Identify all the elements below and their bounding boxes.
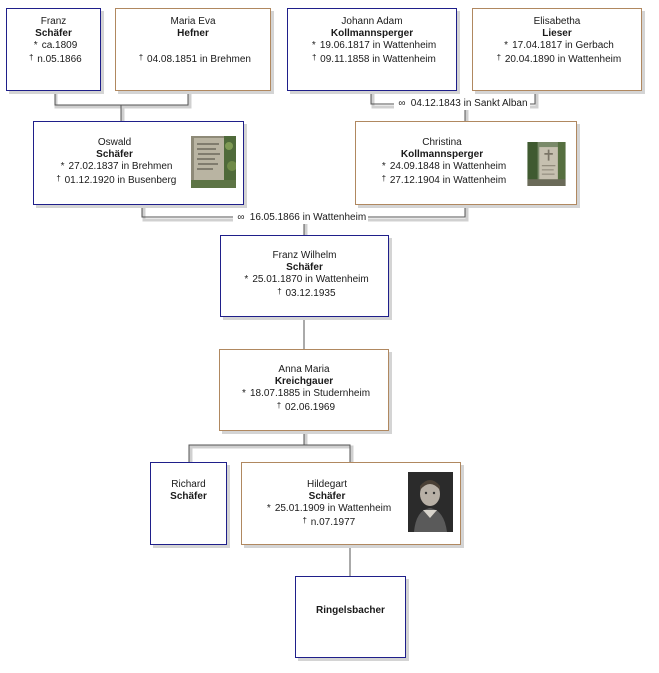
marriage-label-oswald-christina: ∞ 16.05.1866 in Wattenheim [233,212,369,224]
birth-date: 27.02.1837 in Brehmen [68,161,173,172]
person-box-richard-schaefer[interactable]: Richard Schäfer [150,462,227,545]
person-box-oswald-schaefer[interactable]: Oswald Schäfer *27.02.1837 in Brehmen †0… [33,121,244,205]
surname: Kollmannsperger [400,149,484,160]
birth-icon: * [60,161,65,172]
birth-event: *ca.1809 [7,40,100,52]
person-box-ringelsbacher[interactable]: Ringelsbacher [295,576,406,658]
given-name: Maria Eva [170,16,216,27]
given-name: Franz [40,16,67,27]
birth-icon: * [504,40,509,51]
marriage-icon: ∞ [398,98,406,109]
person-box-franz-wilhelm-schaefer[interactable]: Franz Wilhelm Schäfer *25.01.1870 in Wat… [220,235,389,317]
marriage-date: 04.12.1843 in Sankt Alban [410,98,528,109]
gravestone-photo [527,142,566,186]
person-box-franz-schaefer[interactable]: Franz Schäfer *ca.1809 †n.05.1866 [6,8,101,91]
person-box-elisabetha-lieser[interactable]: Elisabetha Lieser *17.04.1817 in Gerbach… [472,8,642,91]
person-box-hildegart-schaefer[interactable]: Hildegart Schäfer *25.01.1909 in Wattenh… [241,462,461,545]
birth-icon: * [266,503,271,514]
death-date: n.05.1866 [37,54,82,65]
person-box-anna-maria-kreichgauer[interactable]: Anna Maria Kreichgauer *18.07.1885 in St… [219,349,389,431]
death-date: n.07.1977 [310,517,356,528]
birth-event: *24.09.1848 in Wattenheim [356,161,528,173]
death-date: 01.12.1920 in Busenberg [64,175,177,186]
surname: Lieser [542,28,572,39]
death-event: †01.12.1920 in Busenberg [34,173,195,187]
death-cross-icon: † [302,516,307,525]
surname: Kollmannsperger [330,28,414,39]
given-name: Franz Wilhelm [272,250,337,261]
marriage-icon: ∞ [237,212,245,223]
given-name: Hildegart [306,479,348,490]
death-cross-icon: † [381,174,387,183]
marriage-date: 16.05.1866 in Wattenheim [249,212,367,223]
connector-anna-children [188,431,351,462]
surname: Schäfer [308,491,346,502]
death-cross-icon: † [277,287,282,296]
birth-event: *19.06.1817 in Wattenheim [288,40,456,52]
birth-date: 25.01.1909 in Wattenheim [274,503,392,514]
birth-date: 17.04.1817 in Gerbach [512,40,614,51]
person-box-christina-kollmannsperger[interactable]: Christina Kollmannsperger *24.09.1848 in… [355,121,577,205]
birth-date: 19.06.1817 in Wattenheim [319,40,437,51]
gravestone-photo [191,136,236,188]
surname: Hefner [177,28,209,39]
birth-event: *17.04.1817 in Gerbach [473,40,641,52]
given-name: Oswald [97,137,132,148]
connector-oswald-parents [54,91,189,121]
surname: Ringelsbacher [316,605,385,616]
death-date: 27.12.1904 in Wattenheim [389,175,507,186]
birth-icon: * [311,40,316,51]
death-date: 20.04.1890 in Wattenheim [504,54,622,65]
birth-date: 18.07.1885 in Studernheim [249,388,371,399]
spacer [116,40,270,52]
marriage-label-johann-elisabetha: ∞ 04.12.1843 in Sankt Alban [394,98,530,110]
surname: Schäfer [35,28,72,39]
death-cross-icon: † [29,53,34,62]
death-cross-icon: † [276,401,282,410]
given-name: Anna Maria [278,364,330,375]
death-cross-icon: † [496,53,502,62]
portrait-photo [408,472,453,532]
given-name: Elisabetha [533,16,581,27]
birth-date: 24.09.1848 in Wattenheim [389,161,507,172]
birth-icon: * [381,161,386,172]
surname: Schäfer [170,491,207,502]
birth-date: 25.01.1870 in Wattenheim [252,274,369,285]
given-name: Johann Adam [341,16,403,27]
person-box-johann-adam-kollmannsperger[interactable]: Johann Adam Kollmannsperger *19.06.1817 … [287,8,457,91]
death-date: 09.11.1858 in Wattenheim [320,54,436,65]
surname: Schäfer [96,149,133,160]
death-cross-icon: † [138,53,144,62]
death-event: †n.05.1866 [7,52,100,66]
birth-icon: * [244,274,249,285]
birth-date: ca.1809 [41,40,78,51]
surname: Schäfer [286,262,323,273]
birth-icon: * [33,40,38,51]
death-date: 02.06.1969 [284,402,336,413]
death-event: †03.12.1935 [221,286,388,300]
death-event: †27.12.1904 in Wattenheim [356,173,528,187]
given-name: Christina [422,137,462,148]
person-box-maria-eva-hefner[interactable]: Maria Eva Hefner †04.08.1851 in Brehmen [115,8,271,91]
death-event: †n.07.1977 [242,515,412,529]
death-cross-icon: † [311,53,317,62]
death-date: 04.08.1851 in Brehmen [147,54,251,65]
birth-icon: * [242,388,246,399]
death-date: 03.12.1935 [285,288,336,299]
surname: Kreichgauer [274,376,334,387]
death-event: †04.08.1851 in Brehmen [116,52,270,66]
death-event: †02.06.1969 [220,400,388,414]
death-cross-icon: † [56,174,61,183]
death-event: †09.11.1858 in Wattenheim [288,52,456,66]
birth-event: *25.01.1870 in Wattenheim [221,274,388,286]
birth-event: *25.01.1909 in Wattenheim [242,503,412,515]
given-name: Richard [171,479,206,490]
birth-event: *27.02.1837 in Brehmen [34,161,195,173]
death-event: †20.04.1890 in Wattenheim [473,52,641,66]
birth-event: *18.07.1885 in Studernheim [220,388,388,400]
